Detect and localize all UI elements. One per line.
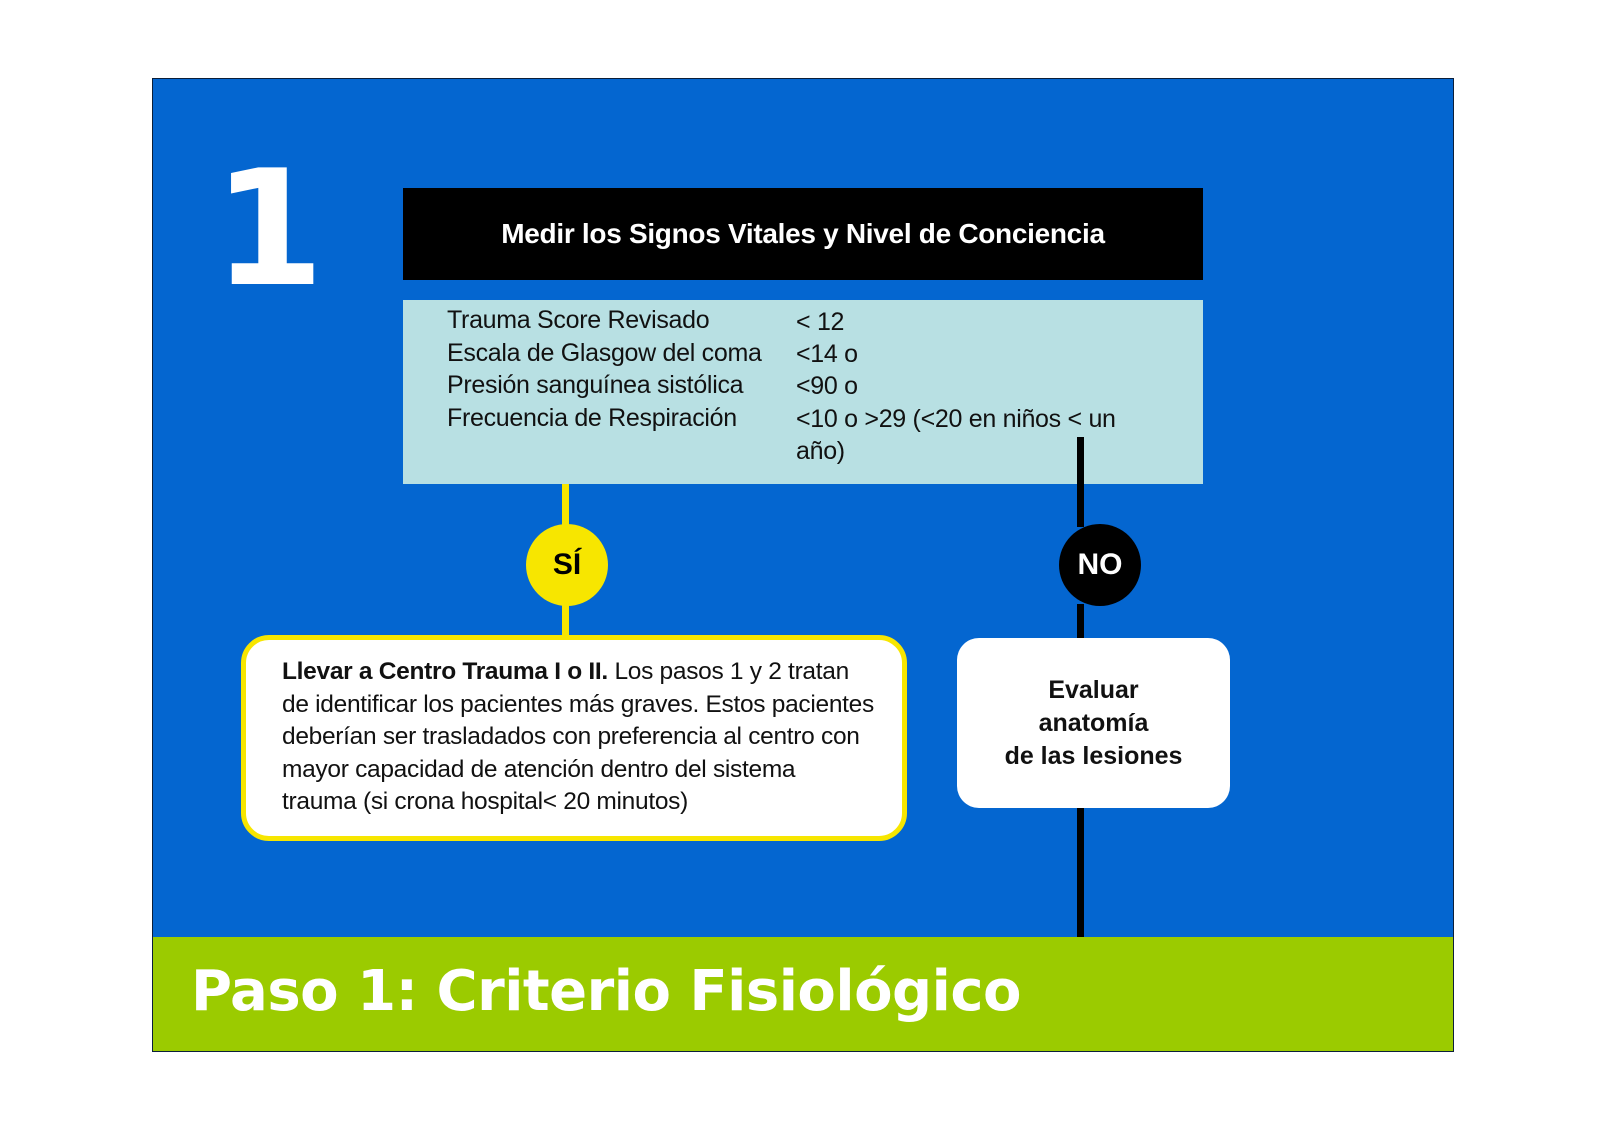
criterion-label: Escala de Glasgow del coma [447, 339, 762, 367]
yes-circle: SÍ [526, 524, 608, 606]
criteria-box: Trauma Score Revisado < 12 Escala de Gla… [403, 300, 1203, 484]
no-outcome-line: anatomía [1038, 708, 1149, 737]
no-connector-middle [1077, 604, 1084, 640]
criterion-value: <10 o >29 (<20 en niños < un [796, 405, 1116, 433]
no-outcome-box: Evaluar anatomía de las lesiones [957, 638, 1230, 808]
yes-label: SÍ [552, 548, 582, 581]
footer-bar: Paso 1: Criterio Fisiológico [153, 937, 1453, 1051]
no-connector-top [1077, 437, 1084, 527]
criterion-label: Presión sanguínea sistólica [447, 371, 744, 399]
no-circle: NO [1059, 524, 1141, 606]
criterion-value: <90 o [796, 372, 858, 400]
yes-outcome-box: Llevar a Centro Trauma I o II. Los pasos… [241, 635, 907, 841]
yes-outcome-title: Llevar a Centro Trauma I o II. [282, 658, 608, 685]
criterion-value: < 12 [796, 308, 845, 336]
yes-outcome-text: Los pasos 1 y 2 tratan de identificar lo… [282, 658, 874, 815]
slide: 1 Medir los Signos Vitales y Nivel de Co… [152, 78, 1454, 1052]
step-number: 1 [213, 135, 325, 322]
footer-title: Paso 1: Criterio Fisiológico [191, 959, 1022, 1024]
header-box: Medir los Signos Vitales y Nivel de Conc… [403, 188, 1203, 280]
header-title: Medir los Signos Vitales y Nivel de Conc… [501, 218, 1105, 249]
yes-connector-top [562, 484, 569, 526]
criterion-value-continued: año) [796, 437, 845, 465]
criterion-value: <14 o [796, 340, 858, 368]
yes-connector-bottom [562, 604, 569, 638]
criterion-label: Trauma Score Revisado [447, 306, 710, 334]
no-outcome-line: Evaluar [1048, 675, 1139, 704]
no-label: NO [1077, 548, 1123, 581]
criterion-label: Frecuencia de Respiración [447, 404, 737, 432]
no-outcome-line: de las lesiones [1004, 741, 1183, 770]
no-connector-bottom [1077, 806, 1084, 939]
